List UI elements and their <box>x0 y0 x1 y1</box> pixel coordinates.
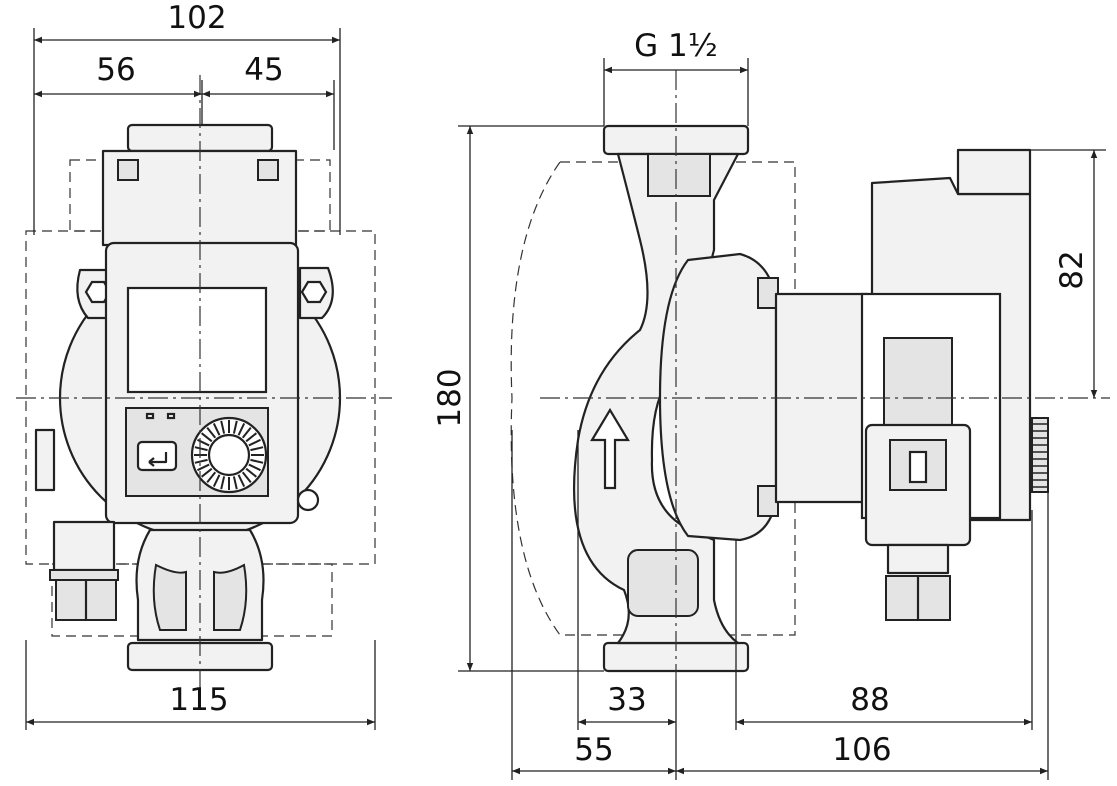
front-mode-button-icon <box>148 452 168 467</box>
knob-ridge <box>220 476 226 490</box>
dim-label-82: 82 <box>1054 250 1090 289</box>
knob-ridge <box>248 438 261 447</box>
dim-label-88: 88 <box>850 682 889 718</box>
dim-label-33: 33 <box>607 682 646 718</box>
knob-ridge <box>212 474 221 487</box>
knob-ridge <box>250 446 264 452</box>
knob-ridge <box>194 458 208 464</box>
dim-label-45: 45 <box>244 52 283 88</box>
front-bottom-screw <box>296 488 320 512</box>
knob-ridge <box>237 474 246 487</box>
knob-ridge <box>245 432 257 443</box>
knob-ridge <box>232 420 238 434</box>
knob-ridge <box>206 427 217 439</box>
side-knurled-knob <box>1031 417 1049 493</box>
knob-ridge <box>220 420 226 434</box>
knob-ridge <box>245 467 257 478</box>
dim-label-55: 55 <box>574 732 613 768</box>
front-hex-bolt-right <box>300 280 328 304</box>
side-knurl-ridges <box>1032 423 1048 488</box>
knob-ridge <box>241 471 252 483</box>
side-top-lid <box>956 148 1032 196</box>
side-connector-slot <box>908 450 928 484</box>
dim-label-56: 56 <box>96 52 135 88</box>
dim-label-180: 180 <box>432 368 468 427</box>
knob-ridge <box>237 423 246 436</box>
front-flow-channel-left <box>152 563 187 631</box>
knob-ridge <box>241 427 252 439</box>
knob-ridge <box>197 463 210 472</box>
knob-ridge <box>206 471 217 483</box>
side-flow-arrow-icon <box>590 407 630 490</box>
knob-ridge <box>248 463 261 472</box>
dim-label-106: 106 <box>832 732 891 768</box>
dim-label-115: 115 <box>169 682 228 718</box>
knob-ridge <box>212 423 221 436</box>
front-cable-gland <box>52 520 116 572</box>
knob-ridge <box>232 476 238 490</box>
front-led-left <box>145 412 155 420</box>
knob-ridge <box>201 432 213 443</box>
dim-label-102: 102 <box>167 0 226 36</box>
front-knob-ridges <box>194 420 264 490</box>
side-cable-gland <box>886 543 950 575</box>
side-envelope-volute <box>510 161 796 636</box>
front-led-right <box>166 412 176 420</box>
dim-label-thread: G 1½ <box>634 28 718 64</box>
knob-ridge <box>250 458 264 464</box>
side-top-port <box>647 153 711 197</box>
front-cable-nut <box>49 569 119 581</box>
front-view: 102 56 45 115 <box>16 0 392 730</box>
front-mode-button <box>136 440 178 472</box>
side-bottom-port <box>627 549 699 617</box>
front-flow-channel-right <box>213 563 248 631</box>
front-display <box>126 286 268 394</box>
front-clip-right <box>257 159 279 181</box>
side-button-recess <box>883 337 953 429</box>
front-clip-left <box>117 159 139 181</box>
front-side-connector <box>34 428 56 492</box>
knob-ridge <box>194 446 208 452</box>
side-view: G 1½ 180 82 33 88 55 106 <box>432 28 1110 780</box>
front-knob-center <box>207 433 251 477</box>
knob-ridge <box>201 467 213 478</box>
